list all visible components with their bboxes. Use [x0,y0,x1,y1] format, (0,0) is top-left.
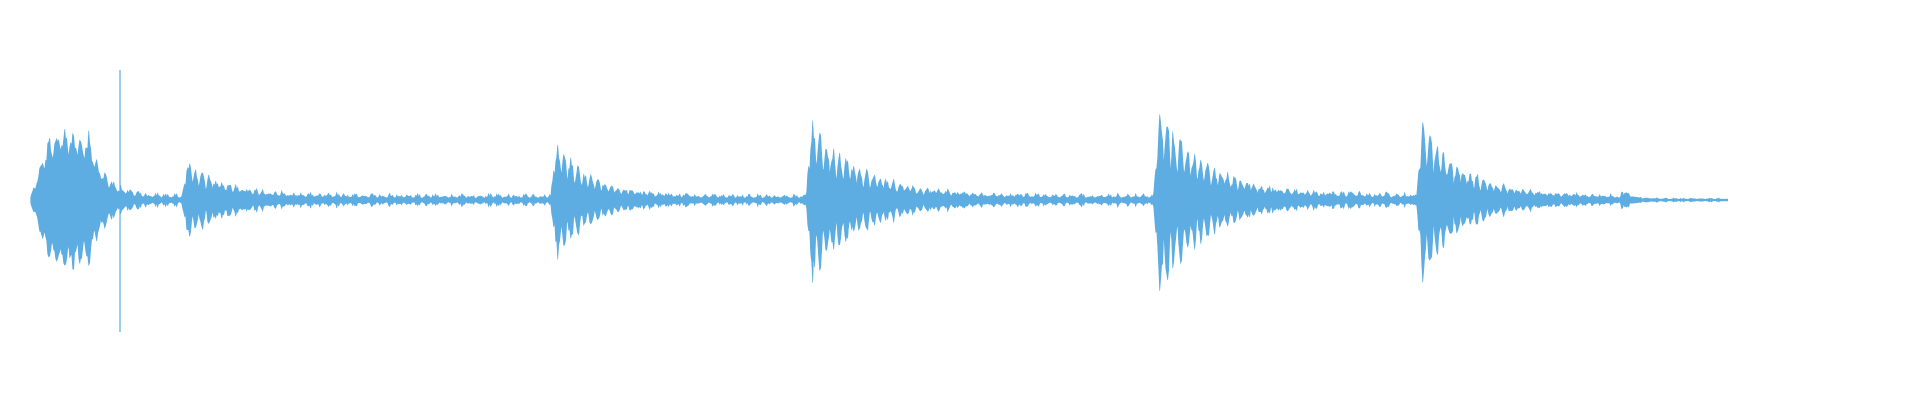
waveform-envelope [30,114,1728,291]
waveform-shape [30,114,1728,291]
